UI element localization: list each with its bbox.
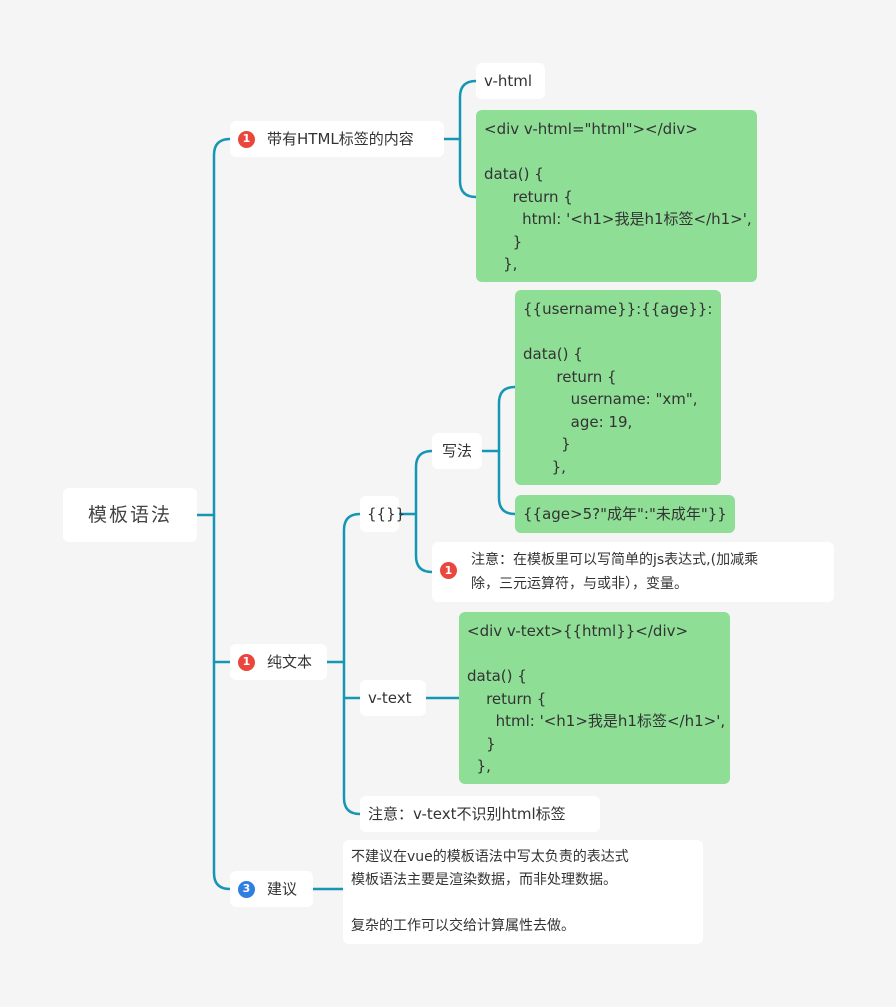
node-v-html[interactable]: v-html (476, 63, 545, 99)
code-v-text: <div v-text>{{html}}</div> data() { retu… (459, 612, 730, 784)
node-v-text-label: v-text (368, 689, 412, 707)
code-v-html: <div v-html="html"></div> data() { retur… (476, 110, 757, 282)
node-v-html-label: v-html (484, 72, 533, 90)
connector-mustache-trunk (414, 449, 434, 574)
branch-text-label: 纯文本 (267, 653, 313, 671)
note-expressions: 1 注意：在模板里可以写简单的js表达式,(加减乘 除，三元运算符，与或非），变… (432, 542, 834, 602)
node-syntax-label: 写法 (442, 442, 473, 460)
branch-advice[interactable]: 3 建议 (230, 871, 313, 907)
code-mustache: {{username}}:{{age}}: data() { return { … (515, 290, 721, 485)
node-v-text[interactable]: v-text (360, 680, 426, 716)
priority-badge: 1 (238, 653, 255, 671)
node-mustache-label: {{}} (367, 505, 406, 523)
note-advice: 不建议在vue的模板语法中写太负责的表达式 模板语法主要是渲染数据，而非处理数据… (343, 840, 703, 944)
connector-text-trunk (342, 512, 362, 816)
code-expression: {{age>5?"成年":"未成年"}} (515, 495, 735, 533)
branch-text[interactable]: 1 纯文本 (230, 644, 327, 680)
root-node[interactable]: 模板语法 (63, 488, 197, 542)
priority-badge: 3 (238, 880, 255, 898)
branch-html[interactable]: 1 带有HTML标签的内容 (230, 121, 444, 157)
priority-badge: 1 (238, 130, 255, 148)
root-label: 模板语法 (87, 504, 172, 526)
node-mustache[interactable]: {{}} (360, 496, 405, 532)
connector-trunk (212, 137, 232, 891)
note-v-text: 注意：v-text不识别html标签 (360, 796, 600, 832)
connector-html-trunk (458, 79, 478, 199)
priority-badge: 1 (440, 562, 457, 579)
connector-syntax-trunk (497, 385, 517, 516)
branch-html-label: 带有HTML标签的内容 (267, 130, 414, 148)
node-syntax[interactable]: 写法 (432, 433, 482, 469)
note-v-text-label: 注意：v-text不识别html标签 (368, 805, 566, 823)
branch-advice-label: 建议 (267, 880, 298, 898)
note-expressions-text: 注意：在模板里可以写简单的js表达式,(加减乘 除，三元运算符，与或非），变量。 (471, 552, 759, 592)
